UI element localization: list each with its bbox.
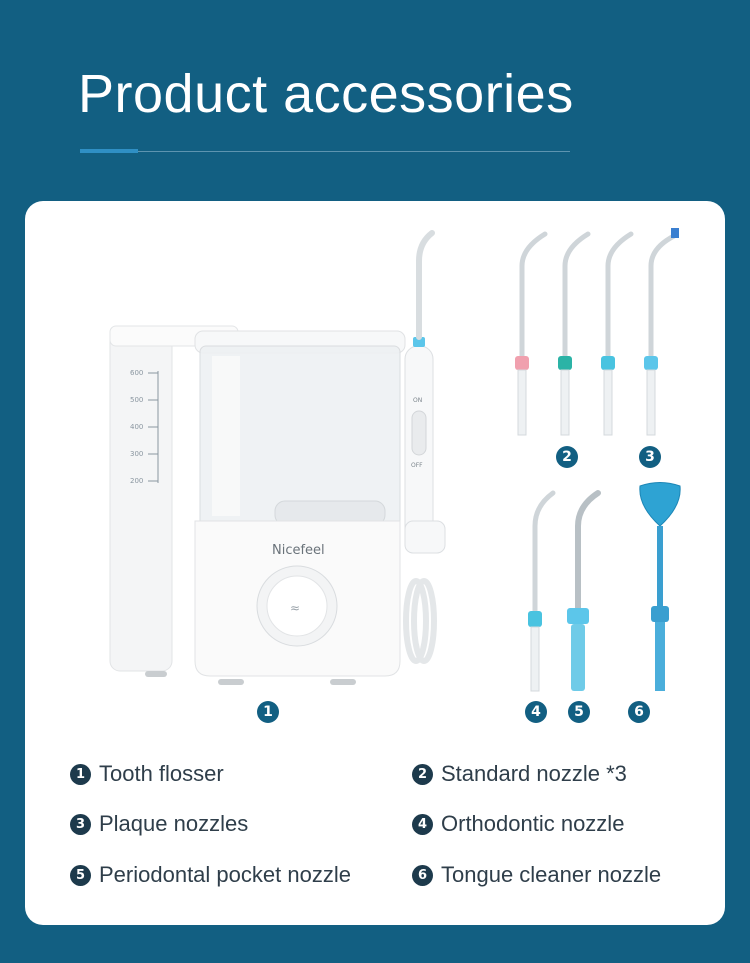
svg-text:≈: ≈	[290, 601, 300, 615]
legend-number: 2	[412, 763, 433, 785]
legend-orthodontic-nozzle: 4 Orthodontic nozzle	[412, 811, 624, 837]
legend-tongue-cleaner-nozzle: 6 Tongue cleaner nozzle	[412, 862, 661, 888]
periodontal-nozzle	[567, 490, 601, 691]
volume-scale: 600 500 400 300 200	[130, 369, 159, 485]
legend-plaque-nozzles: 3 Plaque nozzles	[70, 811, 248, 837]
svg-text:ON: ON	[413, 397, 422, 404]
standard-nozzle-cyan	[601, 231, 634, 436]
svg-text:300: 300	[130, 450, 143, 458]
svg-text:200: 200	[130, 477, 143, 485]
svg-text:OFF: OFF	[411, 462, 423, 469]
legend-number: 3	[70, 813, 91, 835]
standard-nozzle-teal	[558, 231, 591, 436]
legend-number: 5	[70, 864, 91, 886]
legend-number: 1	[70, 763, 91, 785]
title-divider	[80, 151, 570, 152]
badge-plaque-nozzle: 3	[639, 446, 661, 468]
badge-tongue-nozzle: 6	[628, 701, 650, 723]
legend-label: Plaque nozzles	[99, 811, 249, 836]
standard-plaque-nozzles	[515, 228, 679, 436]
legend-label: Tooth flosser	[99, 761, 224, 786]
tongue-cleaner-nozzle	[639, 482, 681, 691]
svg-text:400: 400	[130, 423, 143, 431]
legend-standard-nozzle: 2 Standard nozzle *3	[412, 761, 627, 787]
standard-nozzle-pink	[515, 231, 548, 436]
legend-number: 6	[412, 864, 433, 886]
legend-label: Tongue cleaner nozzle	[441, 862, 662, 887]
accessories-card: 600 500 400 300 200 Nicefeel ≈ ON OFF	[25, 201, 725, 925]
badge-orthodontic-nozzle: 4	[525, 701, 547, 723]
legend-tooth-flosser: 1 Tooth flosser	[70, 761, 224, 787]
svg-text:500: 500	[130, 396, 143, 404]
brand-logo: Nicefeel	[272, 543, 325, 558]
svg-text:600: 600	[130, 369, 143, 377]
legend-periodontal-nozzle: 5 Periodontal pocket nozzle	[70, 862, 351, 888]
title-accent-bar	[80, 149, 138, 153]
badge-periodontal-nozzle: 5	[568, 701, 590, 723]
plaque-nozzle	[644, 228, 679, 436]
special-nozzles	[528, 482, 681, 692]
orthodontic-nozzle	[528, 490, 556, 692]
water-flosser-illustration: 600 500 400 300 200 Nicefeel ≈ ON OFF	[109, 230, 446, 685]
page-title: Product accessories	[78, 64, 574, 124]
legend-label: Standard nozzle *3	[441, 761, 627, 786]
legend-label: Orthodontic nozzle	[441, 811, 625, 836]
legend-label: Periodontal pocket nozzle	[99, 862, 351, 887]
legend-number: 4	[412, 813, 433, 835]
badge-tooth-flosser: 1	[257, 701, 279, 723]
badge-standard-nozzle: 2	[556, 446, 578, 468]
